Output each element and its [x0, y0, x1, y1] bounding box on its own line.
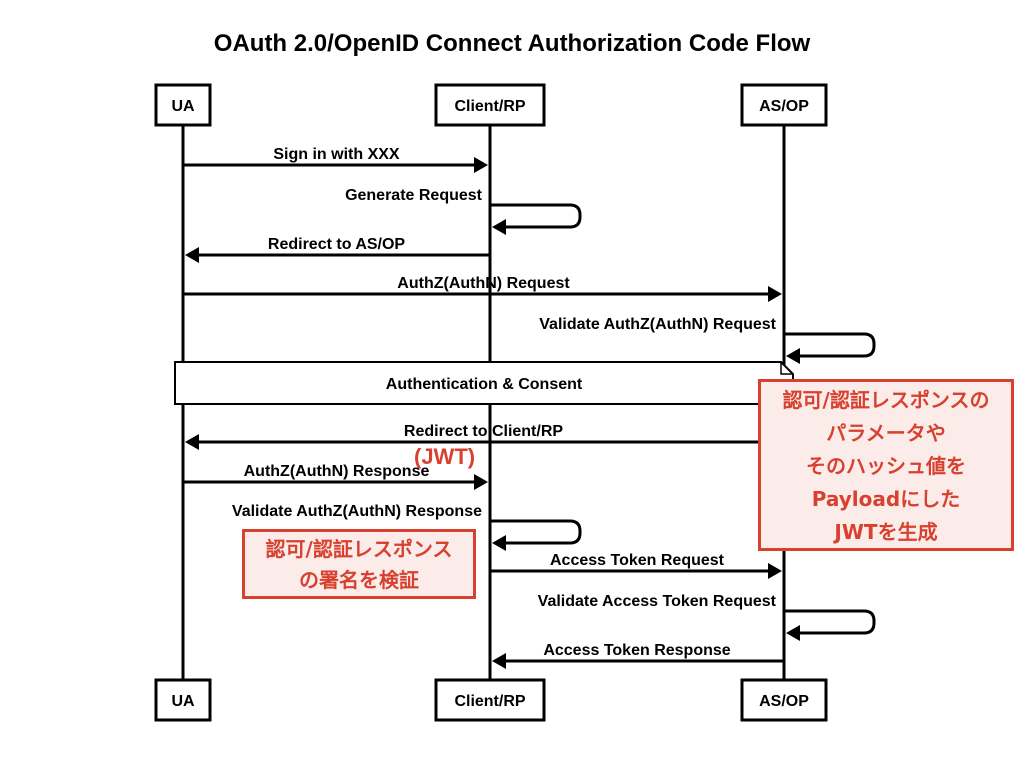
self-message-arrowhead [492, 535, 506, 551]
message-label: Sign in with XXX [273, 146, 400, 163]
note-label: Authentication & Consent [386, 376, 583, 393]
message-arrowhead [768, 563, 782, 579]
callout-verify-signature: 認可/認証レスポンス の署名を検証 [242, 529, 476, 599]
callout-line: 認可/認証レスポンスの [782, 388, 990, 412]
self-message-arrowhead [786, 625, 800, 641]
self-message-arrowhead [492, 219, 506, 235]
message-label: Access Token Request [550, 552, 725, 569]
diagram-title: OAuth 2.0/OpenID Connect Authorization C… [213, 30, 811, 57]
message-label: Generate Request [345, 187, 483, 204]
participant-box [154, 678, 212, 722]
note-fold [780, 362, 793, 375]
participant-label: UA [171, 98, 195, 115]
message-label: Redirect to Client/RP [404, 423, 563, 440]
message-label: AuthZ(AuthN) Response [244, 463, 430, 480]
jwt-annotation: (JWT) [414, 444, 476, 469]
participant-label: Client/RP [454, 98, 525, 115]
callout-line: JWTを生成 [834, 520, 938, 544]
message-label: Validate Access Token Request [538, 593, 777, 610]
participant-box [434, 678, 546, 722]
message-label: Redirect to AS/OP [268, 236, 406, 253]
participant-label: AS/OP [759, 98, 809, 115]
self-message-line [784, 332, 876, 358]
self-message-line [490, 519, 582, 545]
message-arrowhead [185, 247, 199, 263]
participant-label: AS/OP [759, 693, 809, 710]
participant-label: Client/RP [454, 693, 525, 710]
participant-label: UA [171, 693, 195, 710]
callout-line: 認可/認証レスポンス [265, 537, 453, 561]
message-label: Access Token Response [543, 642, 730, 659]
participant-box [154, 83, 212, 127]
callout-generate-jwt: 認可/認証レスポンスの パラメータや そのハッシュ値を Payloadにした J… [758, 379, 1014, 551]
message-arrowhead [185, 434, 199, 450]
participant-box [740, 678, 828, 722]
message-arrowhead [474, 157, 488, 173]
message-arrowhead [492, 653, 506, 669]
callout-line: パラメータや [826, 421, 946, 445]
message-arrowhead [474, 474, 488, 490]
callout-line: の署名を検証 [299, 568, 419, 592]
message-label: Validate AuthZ(AuthN) Response [232, 503, 482, 520]
callout-line: そのハッシュ値を [806, 454, 966, 478]
participant-box [434, 83, 546, 127]
message-arrowhead [768, 286, 782, 302]
message-label: AuthZ(AuthN) Request [397, 275, 570, 292]
participant-box [740, 83, 828, 127]
self-message-arrowhead [786, 348, 800, 364]
callout-line: Payloadにした [811, 487, 961, 511]
self-message-line [784, 609, 876, 635]
message-label: Validate AuthZ(AuthN) Request [539, 316, 776, 333]
self-message-line [490, 203, 582, 229]
